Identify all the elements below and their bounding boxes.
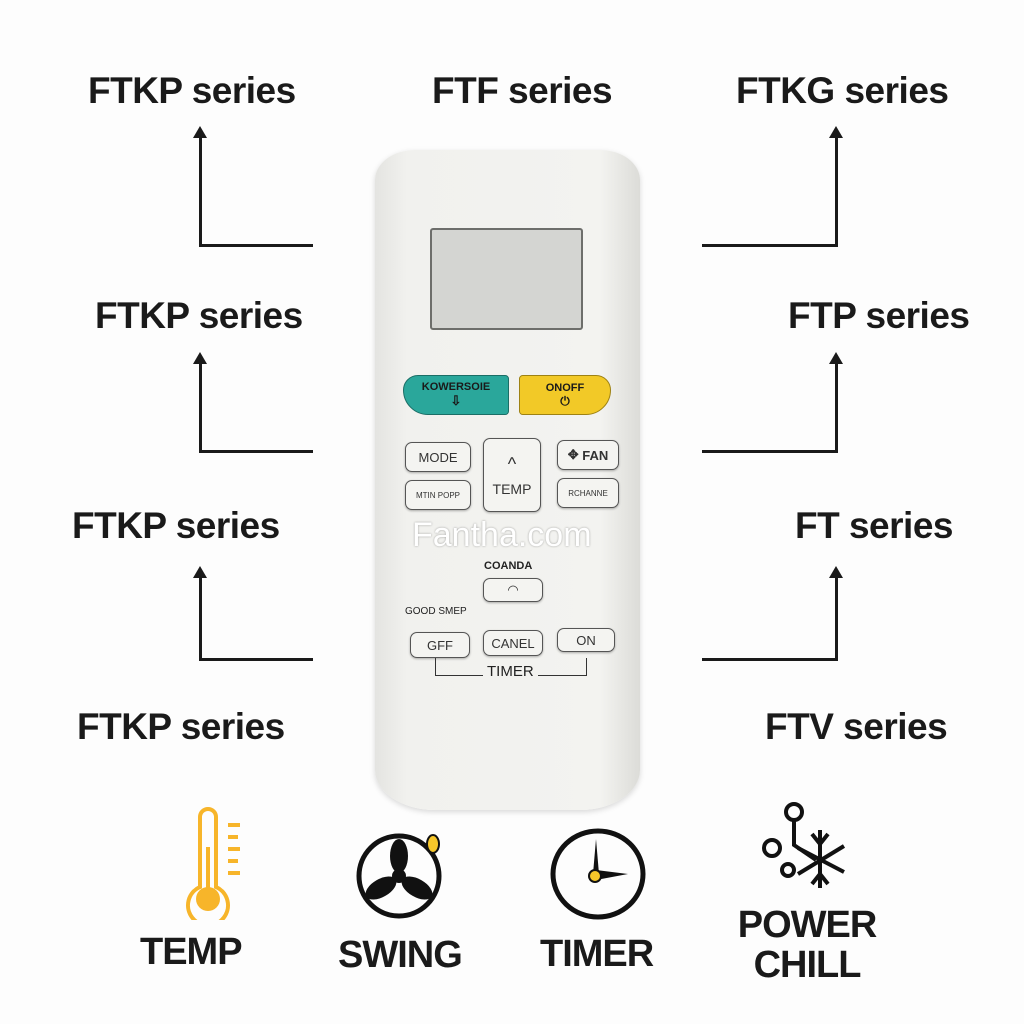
timer-on-button[interactable]: ON [557, 628, 615, 652]
series-label-right-2: FTP series [788, 295, 970, 336]
thermometer-icon [186, 807, 240, 920]
coanda-button[interactable]: ◠ [483, 578, 543, 602]
timer-cancel-button[interactable]: CANEL [483, 630, 543, 656]
series-label-left-4: FTKP series [77, 706, 285, 747]
fan-icon [356, 833, 442, 919]
temp-up-button[interactable]: ^TEMP [483, 438, 541, 512]
feature-label-swing: SWING [338, 934, 463, 976]
fan-button[interactable]: ✥ FAN [557, 440, 619, 470]
remote-control: KOWERSOIE⇩ ONOFF⏻ MODE ^TEMP ✥ FAN MTIN … [375, 150, 640, 810]
feature-label-power-chill: POWER CHILL [737, 904, 878, 986]
snowflake-icon [762, 802, 846, 888]
series-label-left-1: FTKP series [88, 70, 296, 111]
series-label-left-2: FTKP series [95, 295, 303, 336]
series-label-center: FTF series [432, 70, 613, 111]
timer-label: TIMER [483, 663, 538, 680]
econo-button[interactable]: MTIN POPP [405, 480, 471, 510]
powerful-button[interactable]: KOWERSOIE⇩ [403, 375, 509, 415]
series-label-right-3: FT series [795, 505, 953, 546]
feature-label-timer: TIMER [540, 933, 654, 975]
onoff-button[interactable]: ONOFF⏻ [519, 375, 611, 415]
clock-icon [550, 828, 646, 920]
lcd-screen [430, 228, 583, 330]
coanda-label: COANDA [484, 560, 533, 572]
channel-button[interactable]: RCHANNE [557, 478, 619, 508]
timer-off-button[interactable]: GFF [410, 632, 470, 658]
series-label-left-3: FTKP series [72, 505, 280, 546]
feature-label-temp: TEMP [140, 931, 243, 973]
mode-button[interactable]: MODE [405, 442, 471, 472]
series-label-right-1: FTKG series [736, 70, 949, 111]
series-label-right-4: FTV series [765, 706, 948, 747]
good-sleep-label: GOOD SMEP [405, 606, 467, 617]
watermark: Fantha.com [412, 516, 592, 554]
